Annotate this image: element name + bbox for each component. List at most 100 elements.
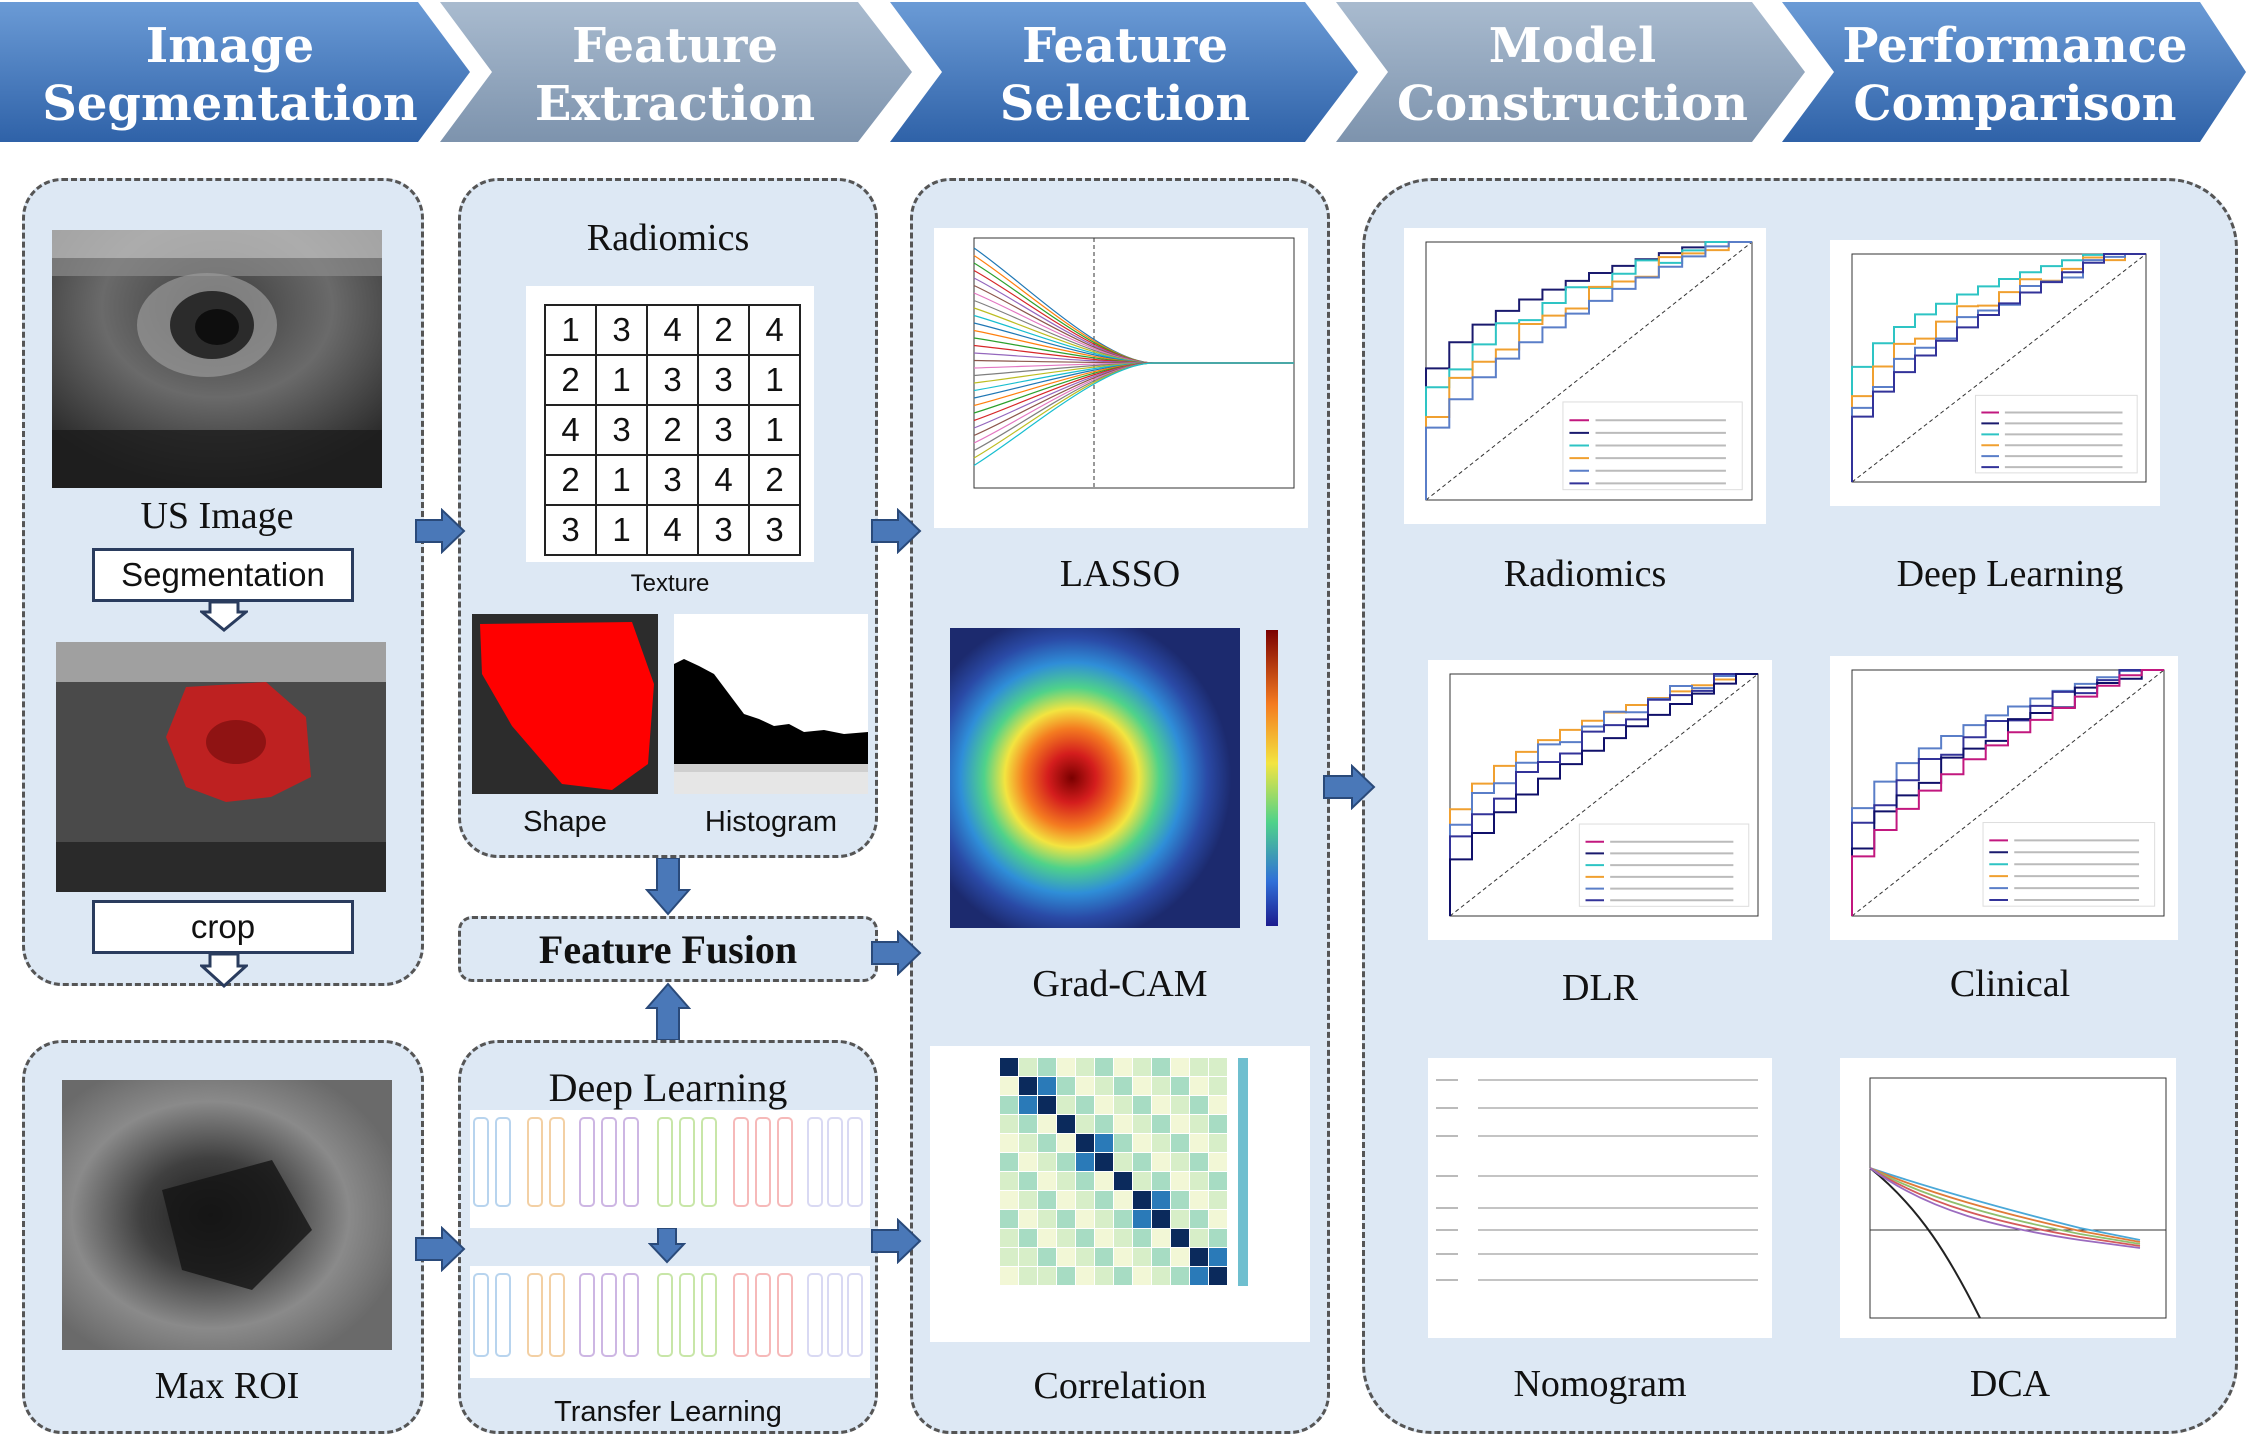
clinical-roc-plot <box>1830 656 2178 940</box>
heatmap-cell <box>1057 1096 1075 1114</box>
clinical-model-caption: Clinical <box>1949 963 2071 1005</box>
heatmap-cell <box>1209 1134 1227 1152</box>
layer-block <box>495 1117 511 1207</box>
right-arrow-icon <box>1323 764 1376 810</box>
heatmap-cell <box>1114 1096 1132 1114</box>
texture-caption: Texture <box>630 570 710 597</box>
heatmap-cell <box>1057 1058 1075 1076</box>
layer-block <box>679 1273 695 1357</box>
heatmap-cell <box>1133 1115 1151 1133</box>
heatmap-cell <box>1076 1115 1094 1133</box>
stage-label-comparison: Performance Comparison <box>1842 17 2188 132</box>
layer-block <box>847 1117 863 1207</box>
radiomics-roc-plot <box>1404 228 1766 524</box>
right-arrow-icon <box>871 1218 922 1264</box>
heatmap-cell <box>1171 1096 1189 1114</box>
heatmap-cell <box>1190 1077 1208 1095</box>
heatmap-cell <box>1095 1058 1113 1076</box>
heatmap-cell <box>1171 1153 1189 1171</box>
layer-block <box>777 1273 793 1357</box>
layer-block <box>733 1273 749 1357</box>
heatmap-cell <box>1057 1077 1075 1095</box>
heatmap-cell <box>1152 1229 1170 1247</box>
heatmap-cell <box>1152 1267 1170 1285</box>
heatmap-cell <box>1057 1267 1075 1285</box>
heatmap-cell <box>1152 1172 1170 1190</box>
layer-block <box>527 1117 543 1207</box>
heatmap-cell <box>1114 1248 1132 1266</box>
roc-curve <box>1851 253 2146 482</box>
heatmap-cell <box>1133 1153 1151 1171</box>
heatmap-cell <box>1076 1096 1094 1114</box>
heatmap-cell <box>1057 1115 1075 1133</box>
heatmap-cell <box>1057 1134 1075 1152</box>
down-arrow-icon <box>645 858 691 916</box>
roc-curve <box>1851 669 2164 916</box>
stage-arrow-2 <box>440 2 912 142</box>
layer-block <box>579 1117 595 1207</box>
heatmap-cell <box>1114 1115 1132 1133</box>
heatmap-cell <box>1190 1172 1208 1190</box>
heatmap-cell <box>1114 1229 1132 1247</box>
stage-arrow-5 <box>1782 2 2246 142</box>
histogram-caption: Histogram <box>704 806 838 838</box>
dca-plot <box>1840 1058 2176 1338</box>
heatmap-cell <box>1114 1058 1132 1076</box>
right-arrow-icon <box>871 930 922 976</box>
heatmap-cell <box>1209 1248 1227 1266</box>
transfer-architecture-diagram <box>470 1266 870 1378</box>
heatmap-cell <box>1095 1210 1113 1228</box>
texture-cell: 1 <box>544 304 597 356</box>
heatmap-cell <box>1171 1115 1189 1133</box>
heatmap-cell <box>1095 1191 1113 1209</box>
heatmap-cell <box>1171 1248 1189 1266</box>
texture-cell: 4 <box>697 454 750 506</box>
texture-cell: 3 <box>646 454 699 506</box>
heatmap-cell <box>1095 1248 1113 1266</box>
heatmap-cell <box>1190 1267 1208 1285</box>
coef-path <box>973 254 1294 364</box>
heatmap-cell <box>1000 1096 1018 1114</box>
heatmap-cell <box>1000 1191 1018 1209</box>
heatmap-cell <box>1038 1058 1056 1076</box>
layer-block <box>473 1273 489 1357</box>
heatmap-cell <box>1114 1191 1132 1209</box>
heatmap-cell <box>1019 1210 1037 1228</box>
heatmap-cell <box>1076 1058 1094 1076</box>
heatmap-cell <box>1095 1153 1113 1171</box>
layer-block <box>601 1117 617 1207</box>
heatmap-cell <box>1171 1172 1189 1190</box>
coef-path <box>973 292 1294 364</box>
heatmap-cell <box>1133 1248 1151 1266</box>
heatmap-cell <box>1171 1058 1189 1076</box>
heatmap-cell <box>1133 1172 1151 1190</box>
shape-caption: Shape <box>523 806 607 838</box>
heatmap-cell <box>1076 1077 1094 1095</box>
coef-path <box>973 362 1294 467</box>
heatmap-cell <box>1190 1229 1208 1247</box>
dca-curve <box>1869 1167 2141 1241</box>
heatmap-cell <box>1190 1153 1208 1171</box>
heatmap-cell <box>1133 1096 1151 1114</box>
layer-block <box>827 1273 843 1357</box>
layer-block <box>473 1117 489 1207</box>
heatmap-cell <box>1076 1134 1094 1152</box>
texture-cell: 2 <box>544 354 597 406</box>
deep-learning-title: Deep Learning <box>548 1065 788 1110</box>
down-arrow-icon <box>648 1228 686 1264</box>
dca-caption: DCA <box>1969 1363 2051 1405</box>
heatmap-cell <box>1000 1229 1018 1247</box>
stage-label-extraction: Feature Extraction <box>534 17 816 132</box>
texture-cell: 1 <box>595 504 648 556</box>
heatmap-cell <box>1038 1096 1056 1114</box>
layer-block <box>701 1117 717 1207</box>
right-arrow-icon <box>415 508 466 554</box>
heatmap-cell <box>1057 1172 1075 1190</box>
heatmap-cell <box>1190 1058 1208 1076</box>
nomogram-plot <box>1428 1058 1772 1338</box>
heatmap-cell <box>1114 1153 1132 1171</box>
us-image <box>52 230 382 488</box>
